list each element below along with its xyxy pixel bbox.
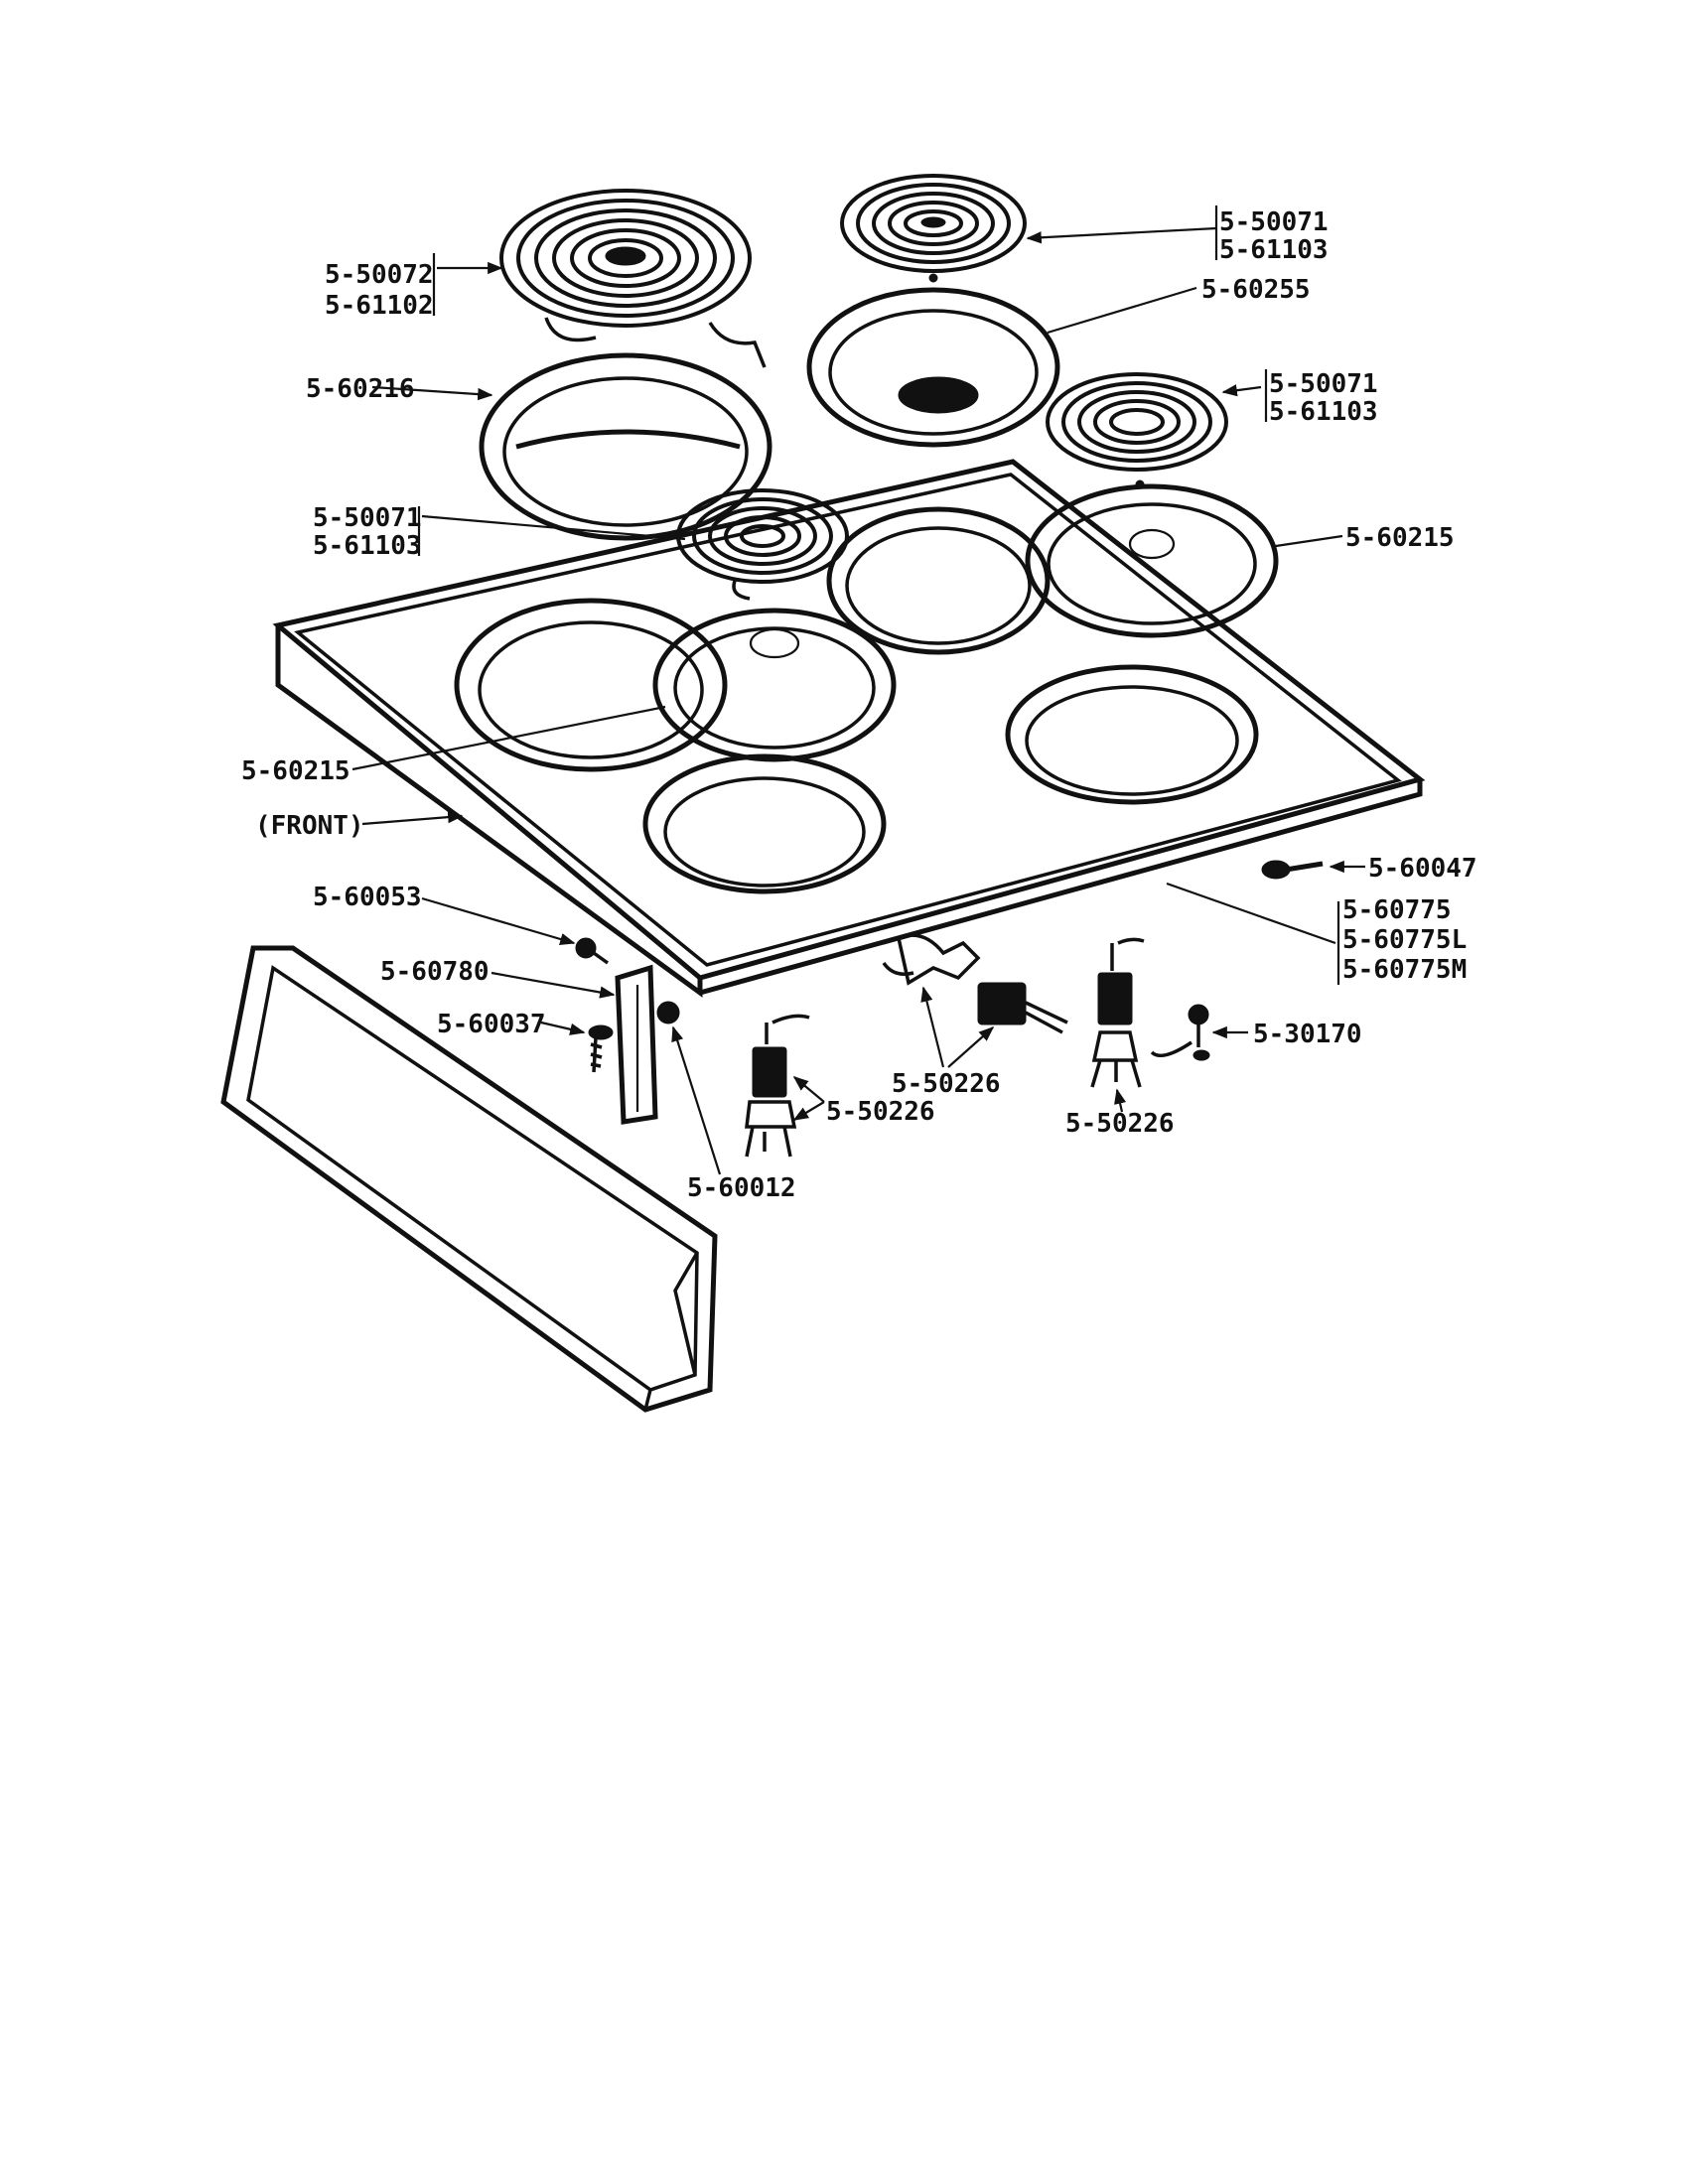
control-panel-trim bbox=[220, 945, 718, 1413]
label-coil-top-b: 5-61103 bbox=[1219, 235, 1329, 265]
right-screw bbox=[1261, 860, 1324, 880]
label-coil-right-a: 5-50071 bbox=[1269, 369, 1378, 399]
label-ground-screw: 5-30170 bbox=[1253, 1020, 1362, 1049]
label-hinge-screw: 5-60053 bbox=[313, 883, 422, 912]
burner-opening-front-center bbox=[642, 753, 887, 894]
hinge-screw bbox=[575, 937, 610, 965]
ground-screw bbox=[1150, 1004, 1210, 1061]
label-top-a: 5-60775 bbox=[1342, 895, 1452, 925]
bracket bbox=[615, 964, 658, 1125]
bumper bbox=[656, 1001, 680, 1024]
small-screw bbox=[588, 1024, 614, 1073]
label-coil-mid-a: 5-50071 bbox=[313, 503, 422, 533]
label-ring-right: 5-60215 bbox=[1345, 523, 1455, 553]
label-coil-mid-b: 5-61103 bbox=[313, 531, 422, 561]
surface-element-large bbox=[499, 189, 767, 368]
burner-opening-left-front bbox=[454, 598, 728, 772]
trim-ring-front bbox=[652, 608, 897, 762]
label-ring-front: 5-60215 bbox=[241, 756, 351, 786]
label-coil-top-a: 5-50071 bbox=[1219, 207, 1329, 237]
label-front: (FRONT) bbox=[255, 811, 364, 841]
receptacle-right bbox=[1090, 937, 1145, 1088]
burner-opening-rear-center bbox=[826, 506, 1051, 655]
label-coil-right-b: 5-61103 bbox=[1269, 397, 1378, 427]
label-coil-large-b: 5-61102 bbox=[325, 291, 434, 321]
surface-element-mid bbox=[676, 488, 849, 601]
part-labels: 5-50072 5-61102 5-50071 5-61103 5-60255 … bbox=[241, 207, 1477, 1203]
label-bumper: 5-60012 bbox=[687, 1173, 796, 1203]
surface-element-right bbox=[1046, 372, 1228, 489]
burner-opening-right bbox=[1005, 664, 1259, 805]
receptacle-left bbox=[745, 1014, 810, 1158]
receptacle-middle bbox=[882, 933, 1068, 1034]
drip-pan-large-left bbox=[479, 352, 772, 541]
label-screw-small: 5-60037 bbox=[437, 1010, 546, 1039]
label-bracket: 5-60780 bbox=[380, 957, 490, 987]
label-receptacle-left: 5-50226 bbox=[826, 1097, 935, 1127]
surface-element-top bbox=[840, 174, 1027, 283]
label-pan-large: 5-60216 bbox=[306, 374, 415, 404]
trim-ring-right bbox=[1025, 483, 1279, 638]
label-coil-large-a: 5-50072 bbox=[325, 260, 434, 290]
label-pan-top: 5-60255 bbox=[1201, 275, 1311, 305]
label-receptacle-right: 5-50226 bbox=[1065, 1109, 1175, 1139]
leader-lines bbox=[351, 226, 1365, 1175]
drip-pan-top-center bbox=[806, 287, 1060, 448]
label-top-c: 5-60775M bbox=[1342, 955, 1467, 985]
label-receptacle-mid: 5-50226 bbox=[892, 1069, 1001, 1099]
label-brackets bbox=[417, 205, 1340, 985]
label-screw-right: 5-60047 bbox=[1368, 854, 1477, 884]
label-top-b: 5-60775L bbox=[1342, 925, 1467, 955]
